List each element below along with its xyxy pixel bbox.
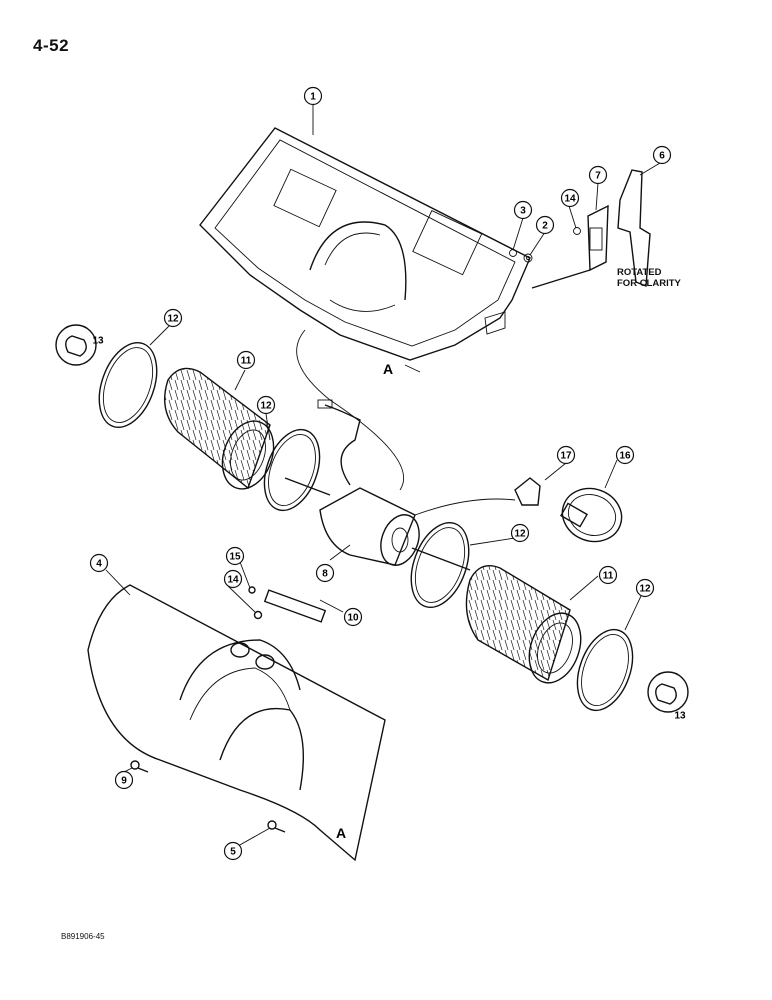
callout-label-6: 6 — [659, 151, 665, 162]
callout-label-9: 9 — [121, 776, 127, 787]
callout-circle-8 — [315, 563, 335, 583]
section-mark-a-upper: A — [383, 361, 393, 377]
leader-lines — [105, 105, 661, 847]
blower-motor — [284, 399, 516, 571]
callout-circle-10 — [343, 607, 363, 627]
callout-circle-12 — [510, 523, 530, 543]
left-retainer-rings — [55, 324, 158, 428]
page-number: 4-52 — [33, 36, 70, 55]
callout-circle-14 — [223, 569, 243, 589]
callout-label-17: 17 — [560, 451, 572, 462]
callout-circle-11 — [598, 565, 618, 585]
callout-label-2: 2 — [542, 221, 548, 232]
rotated-note: ROTATED FOR CLARITY — [617, 267, 681, 289]
callout-label-1: 1 — [310, 92, 316, 103]
section-mark-a-lower: A — [336, 825, 346, 841]
blower-wheel-right — [465, 565, 582, 684]
callout-label-8: 8 — [322, 569, 328, 580]
screws — [130, 586, 286, 833]
callout-label-11: 11 — [241, 356, 252, 367]
callout-label-14: 14 — [227, 575, 239, 586]
center-right-ring — [410, 522, 470, 608]
blower-wheel-left — [164, 367, 275, 490]
callout-label-3: 3 — [520, 206, 526, 217]
wire-clip — [514, 477, 541, 506]
callout-label-12: 12 — [639, 584, 651, 595]
lower-housing — [87, 584, 386, 862]
callout-label-12: 12 — [167, 314, 179, 325]
callout-label-13: 13 — [92, 336, 104, 347]
callout-circle-15 — [225, 546, 245, 566]
center-left-ring — [263, 428, 321, 512]
figure-code: B891906-45 — [61, 932, 105, 941]
callout-circle-3 — [513, 200, 533, 220]
callout-label-14: 14 — [564, 194, 576, 205]
callout-label-10: 10 — [347, 613, 359, 624]
callout-label-13: 13 — [674, 711, 686, 722]
callout-label-12: 12 — [514, 529, 526, 540]
callout-circle-12 — [256, 395, 276, 415]
callout-circle-9 — [114, 770, 134, 790]
callout-circle-5 — [223, 841, 243, 861]
callout-circle-2 — [535, 215, 555, 235]
callout-circle-4 — [89, 553, 109, 573]
resistor-assembly — [509, 169, 651, 289]
note-line-2: FOR CLARITY — [617, 278, 681, 289]
callout-label-7: 7 — [595, 171, 601, 182]
callout-circle-16 — [615, 445, 635, 465]
callout-circle-11 — [236, 350, 256, 370]
callout-label-16: 16 — [619, 451, 631, 462]
hose-clamp — [560, 487, 623, 543]
callout-circle-7 — [588, 165, 608, 185]
right-retainer-ring — [576, 628, 689, 713]
callout-label-15: 15 — [229, 552, 241, 563]
callout-label-5: 5 — [230, 847, 236, 858]
upper-housing — [199, 127, 531, 361]
callout-circle-12 — [163, 308, 183, 328]
callout-circle-12 — [635, 578, 655, 598]
callout-circle-6 — [652, 145, 672, 165]
callout-circle-14 — [560, 188, 580, 208]
note-line-1: ROTATED — [617, 267, 662, 278]
callout-label-12: 12 — [260, 401, 272, 412]
callout-label-4: 4 — [96, 559, 102, 570]
callout-circle-1 — [303, 86, 323, 106]
callout-label-11: 11 — [603, 571, 614, 582]
callout-circle-17 — [556, 445, 576, 465]
